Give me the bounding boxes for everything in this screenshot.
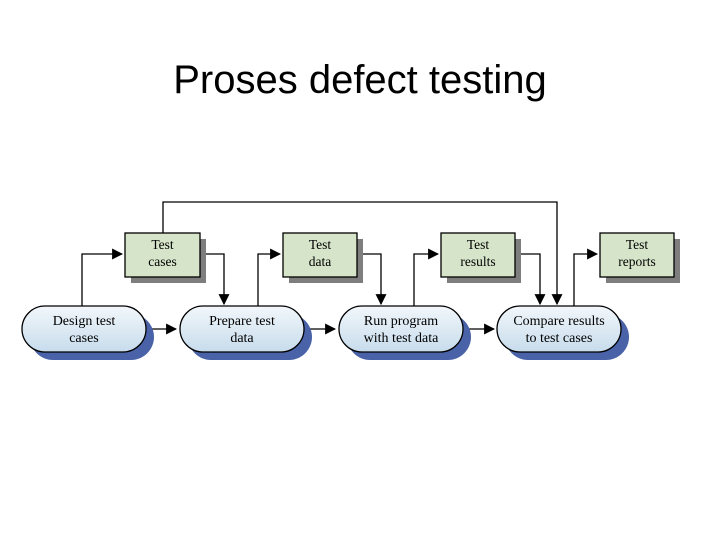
connector-test-data-to-run <box>357 253 387 306</box>
process-prepare: Prepare test data <box>179 305 312 360</box>
process-label-line: Run program <box>364 314 438 329</box>
process-label-line: to test cases <box>526 331 593 346</box>
document-test-reports: Test reports <box>599 232 680 283</box>
document-shape <box>124 232 201 278</box>
document-shape <box>282 232 358 278</box>
slide-title: Proses defect testing <box>173 58 547 102</box>
process-label-line: with test data <box>364 331 439 346</box>
connector-test-cases-to-prepare <box>200 253 230 306</box>
process-design: Design test cases <box>21 305 154 360</box>
document-label-line: Test <box>467 237 490 252</box>
document-label-line: Test <box>151 237 174 252</box>
process-label-line: cases <box>69 331 99 346</box>
process-label-line: Prepare test <box>209 314 275 329</box>
document-label-line: results <box>460 254 495 269</box>
process-label-line: Design test <box>53 314 116 329</box>
document-label-line: cases <box>148 254 176 269</box>
connector-test-results-to-compare <box>515 253 546 306</box>
document-test-data: Test data <box>282 232 363 283</box>
connector-prepare-to-test-data <box>257 248 282 308</box>
connector-design-to-test-cases <box>81 248 124 310</box>
process-run: Run program with test data <box>338 305 471 360</box>
document-label-line: Test <box>626 237 649 252</box>
document-test-results: Test results <box>440 232 521 283</box>
process-compare: Compare results to test cases <box>496 305 629 360</box>
connector-run-to-test-results <box>413 248 440 308</box>
connector-compare-to-test-reports <box>573 248 599 308</box>
connector-test-cases-to-compare <box>162 201 563 306</box>
document-test-cases: Test cases <box>124 232 206 283</box>
process-label-line: Compare results <box>513 314 604 329</box>
document-label-line: reports <box>618 254 656 269</box>
document-label-line: Test <box>309 237 332 252</box>
process-label-line: data <box>230 331 254 346</box>
process-shape <box>179 305 305 353</box>
process-shape <box>496 305 622 353</box>
process-shape <box>21 305 147 353</box>
process-shape <box>338 305 464 353</box>
document-shape <box>599 232 675 278</box>
document-label-line: data <box>309 254 332 269</box>
document-shape <box>440 232 516 278</box>
